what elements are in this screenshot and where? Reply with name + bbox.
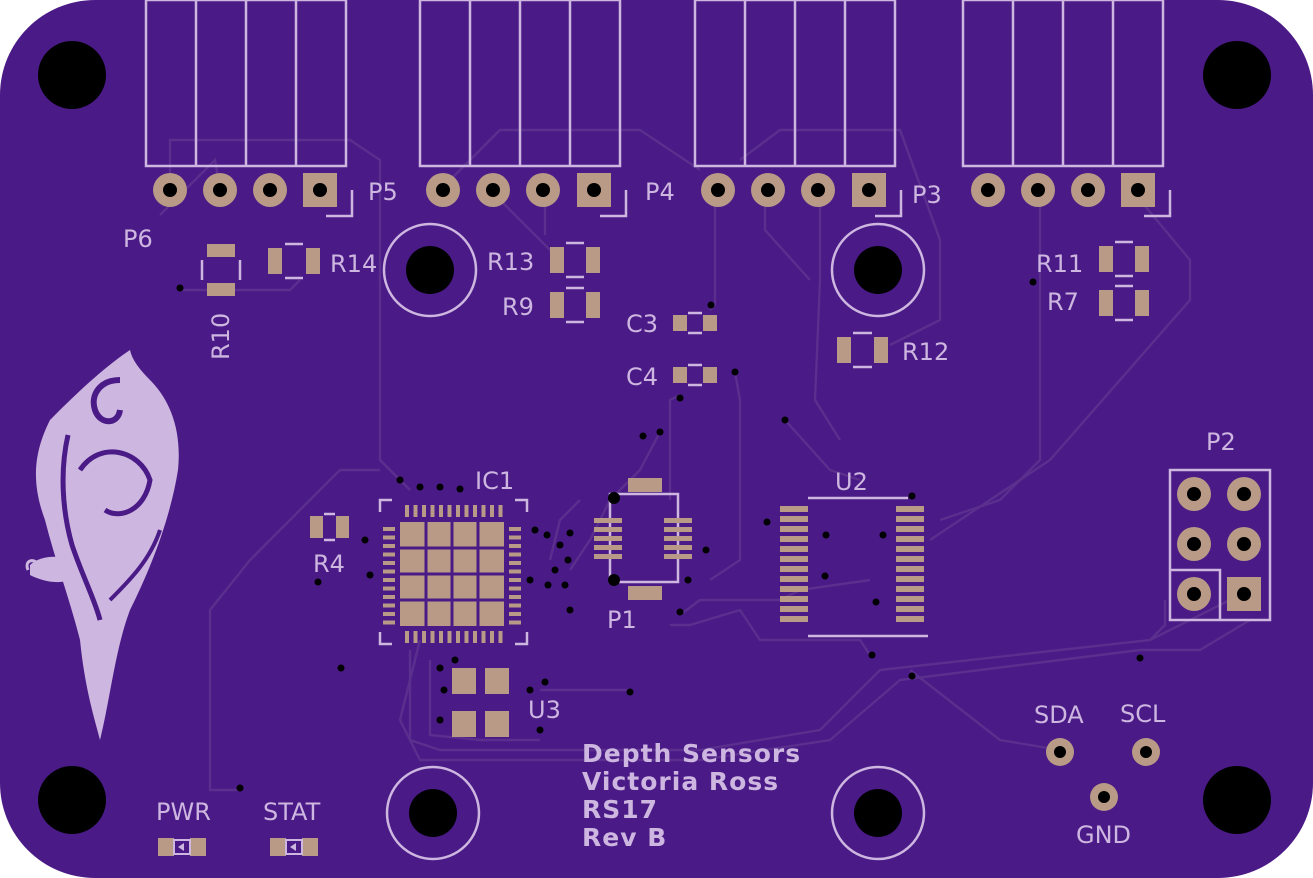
housing-p3 [961,0,1165,168]
capacitor-c4 [673,363,717,387]
label-stat: STAT [263,798,321,826]
label-r10: R10 [207,313,235,360]
mounting-hole [1203,41,1271,109]
label-scl: SCL [1120,700,1166,728]
u2-package [780,496,928,638]
traces [159,128,1251,792]
label-p4: P4 [645,178,675,206]
connector-housings [144,0,1165,168]
label-u2: U2 [835,468,868,496]
resistor-r14 [268,242,320,280]
mounting-holes [38,41,1271,834]
passives [200,240,1149,542]
title-line-2: Victoria Ross [582,767,779,796]
label-u3: U3 [528,696,561,724]
label-p5: P5 [368,178,398,206]
label-r12: R12 [902,338,949,366]
housing-p5 [418,0,622,168]
mounting-hole [1203,766,1271,834]
mounting-hole [38,766,106,834]
resistor-r7 [1099,284,1149,322]
led-pwr [158,838,206,856]
label-r9: R9 [502,293,534,321]
plated-holes [382,222,926,861]
label-pwr: PWR [156,798,211,826]
label-c4: C4 [626,363,658,391]
header-pins [153,173,1172,218]
label-r7: R7 [1047,288,1079,316]
label-r13: R13 [487,248,534,276]
label-r14: R14 [330,250,377,278]
resistor-r13 [550,241,600,279]
label-p6: P6 [123,225,153,253]
label-r4: R4 [313,550,345,578]
vias [176,278,1144,792]
housing-p4 [693,0,897,168]
resistor-r12 [837,331,888,369]
title-line-3: RS17 [582,795,658,824]
label-p3: P3 [912,181,942,209]
label-p2: P2 [1206,428,1236,456]
p1-package [594,478,692,600]
label-ic1: IC1 [475,467,514,495]
label-gnd: GND [1076,821,1131,849]
resistor-r4 [310,512,349,542]
u3-package [452,668,509,737]
label-p1: P1 [607,606,637,634]
leaf-logo [25,350,179,740]
led-stat [270,838,318,856]
housing-p6 [144,0,348,168]
label-r11: R11 [1036,250,1083,278]
label-sda: SDA [1034,701,1084,729]
title-line-4: Rev B [582,823,667,852]
resistor-r10 [200,244,242,296]
p2-header [1168,468,1272,622]
title-line-1: Depth Sensors [582,739,801,768]
i2c-test-points [1046,738,1160,811]
mounting-hole [38,41,106,109]
label-c3: C3 [626,310,658,338]
resistor-r9 [550,286,600,324]
resistor-r11 [1099,240,1149,278]
capacitor-c3 [673,311,717,335]
silk-labels: P6 P5 P4 P3 P2 P1 R10 R14 R13 R9 R11 R7 … [123,178,1236,852]
ic1-package [378,498,529,646]
